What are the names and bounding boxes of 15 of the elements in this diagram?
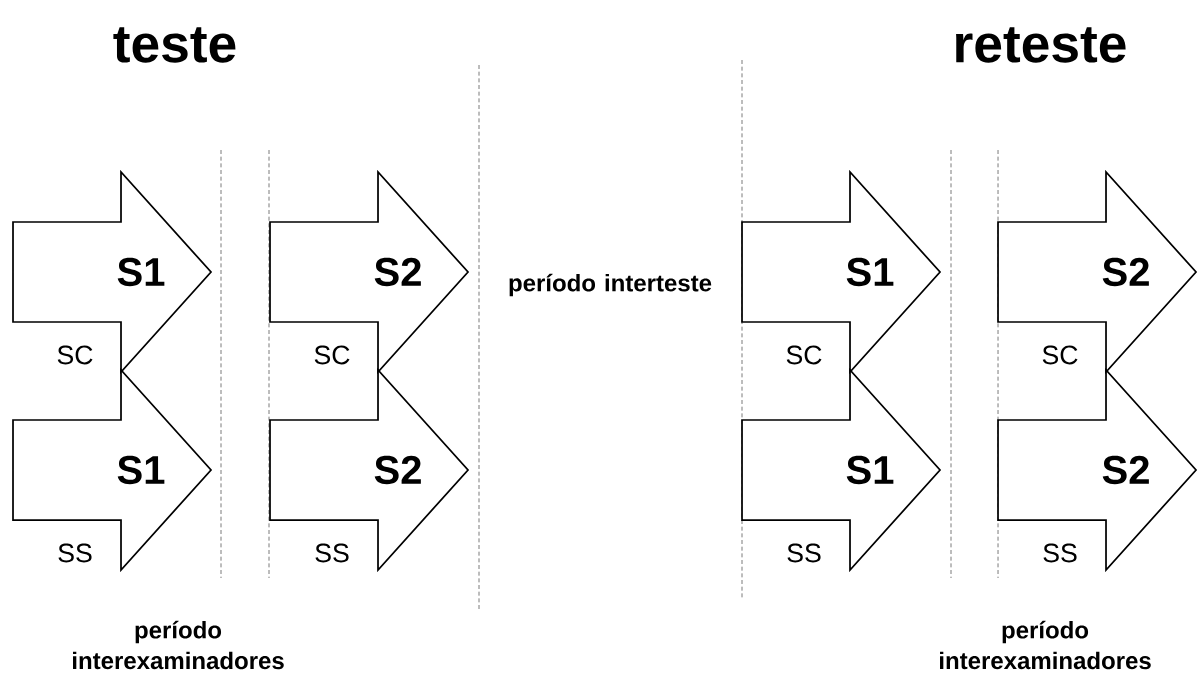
side-label: SS [58,543,92,563]
node-label: S2 [1102,455,1149,485]
side-label: SS [787,543,821,563]
side-label: SC [786,345,822,365]
side-label: SS [315,543,349,563]
side-label: SC [57,345,93,365]
side-label: SC [314,345,350,365]
side-label: SS [1043,543,1077,563]
node-label: S2 [1102,257,1149,287]
caption-text: período interexaminadores [73,620,284,670]
heading: teste [113,27,236,63]
caption-text: período interteste [509,273,712,297]
side-label: SC [1042,345,1078,365]
heading: reteste [956,27,1126,63]
caption-text: período interexaminadores [940,620,1151,670]
